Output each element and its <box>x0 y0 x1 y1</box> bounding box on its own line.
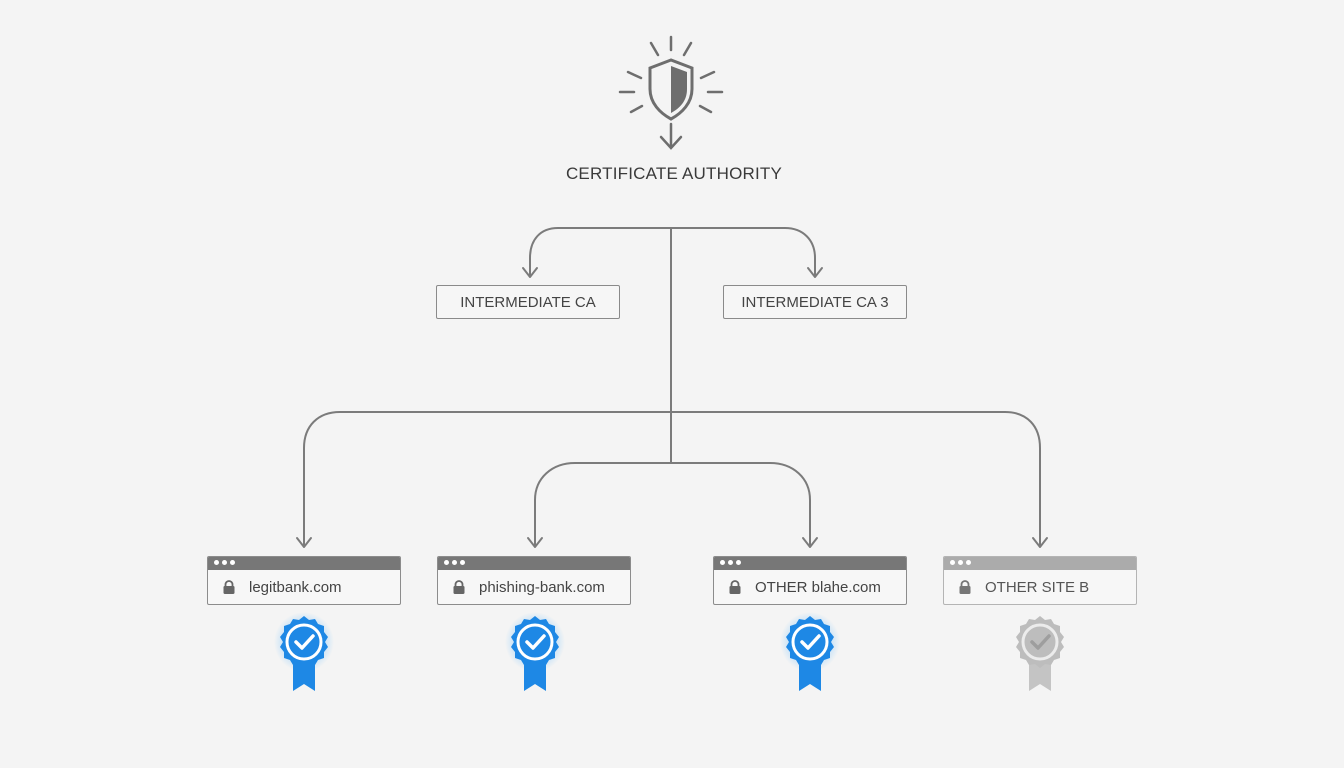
site-url: legitbank.com <box>249 578 342 596</box>
window-dot <box>460 560 465 565</box>
browser-titlebar <box>208 557 400 570</box>
root-ca-label: CERTIFICATE AUTHORITY <box>565 164 783 183</box>
address-bar: OTHER blahe.com <box>728 570 900 604</box>
browser-window-legitbank: legitbank.com <box>207 556 401 605</box>
window-dot <box>444 560 449 565</box>
address-bar: phishing-bank.com <box>452 570 624 604</box>
address-bar: OTHER SITE B <box>958 570 1130 604</box>
intermediate-ca-3-box: INTERMEDIATE CA 3 <box>723 285 907 319</box>
intermediate-ca-3-label: INTERMEDIATE CA 3 <box>741 293 889 311</box>
window-dot <box>728 560 733 565</box>
address-bar: legitbank.com <box>222 570 394 604</box>
window-dot <box>222 560 227 565</box>
verified-badge-inactive-icon <box>1010 612 1070 696</box>
window-dot <box>720 560 725 565</box>
window-dot <box>736 560 741 565</box>
window-dot <box>452 560 457 565</box>
browser-window-phishing-bank: phishing-bank.com <box>437 556 631 605</box>
site-url: OTHER blahe.com <box>755 578 881 596</box>
hierarchy-connectors <box>296 227 1048 548</box>
lock-icon <box>453 579 465 594</box>
window-dot <box>958 560 963 565</box>
browser-titlebar <box>944 557 1136 570</box>
site-url: OTHER SITE B <box>985 578 1090 596</box>
verified-badge-icon <box>505 612 565 696</box>
browser-titlebar <box>438 557 630 570</box>
window-dot <box>950 560 955 565</box>
site-url: phishing-bank.com <box>479 578 605 596</box>
intermediate-ca-box: INTERMEDIATE CA <box>436 285 620 319</box>
lock-icon <box>729 579 741 594</box>
window-dot <box>214 560 219 565</box>
browser-window-other-a: OTHER blahe.com <box>713 556 907 605</box>
lock-icon <box>959 579 971 594</box>
window-dot <box>230 560 235 565</box>
verified-badge-icon <box>780 612 840 696</box>
shield-alert-icon <box>618 35 724 150</box>
browser-titlebar <box>714 557 906 570</box>
verified-badge-icon <box>274 612 334 696</box>
lock-icon <box>223 579 235 594</box>
intermediate-ca-label: INTERMEDIATE CA <box>460 293 596 311</box>
window-dot <box>966 560 971 565</box>
browser-window-other-b: OTHER SITE B <box>943 556 1137 605</box>
